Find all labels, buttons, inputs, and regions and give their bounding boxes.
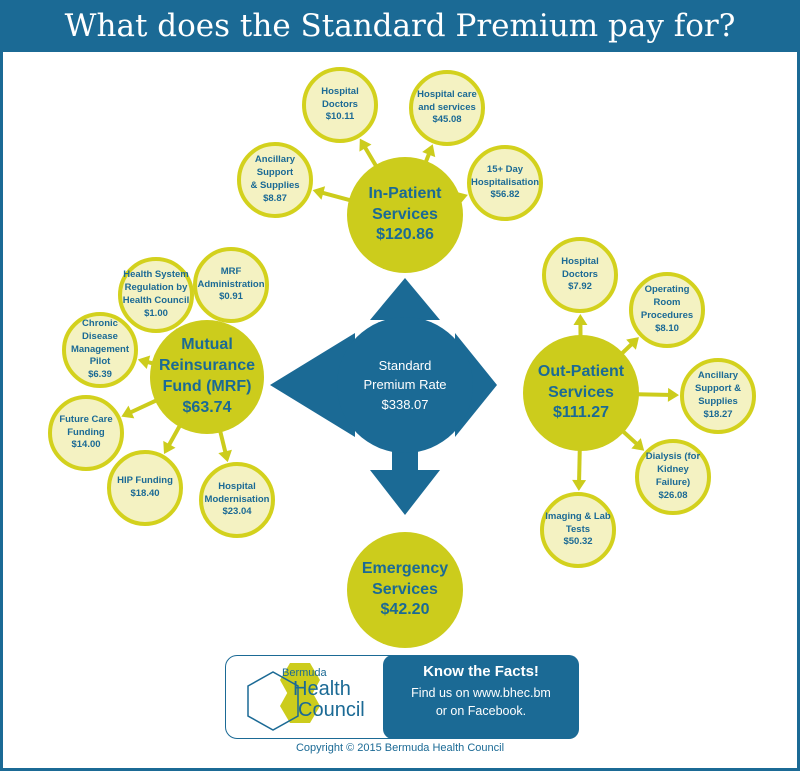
mrf-item-5: Hospital Modernisation$23.04 bbox=[199, 462, 275, 538]
inpatient-item-2: 15+ Day Hospitalisation$56.82 bbox=[467, 145, 543, 221]
mrf-circle-label: Mutual Reinsurance Fund (MRF) bbox=[158, 336, 256, 395]
connector-line bbox=[576, 448, 582, 486]
inpatient-item-2-value: $56.82 bbox=[490, 189, 520, 201]
outpatient-item-3-label: Dialysis (for Kidney Failure) bbox=[645, 451, 701, 488]
mrf-item-2-value: $6.39 bbox=[88, 369, 112, 381]
logo-text-council: Council bbox=[298, 699, 365, 721]
know-the-facts-panel: Know the Facts! Find us on www.bhec.bm o… bbox=[383, 655, 579, 739]
mrf-circle-value: $63.74 bbox=[182, 398, 232, 416]
standard-premium-rate-circle: Standard Premium Rate $338.07 bbox=[337, 317, 473, 453]
outpatient-item-0-label: Hospital Doctors bbox=[561, 255, 599, 280]
mrf-item-0-value: $1.00 bbox=[144, 307, 168, 319]
mrf-item-1-label: MRF Administration bbox=[197, 265, 265, 290]
standard-premium-rate-circle-label: Standard Premium Rate bbox=[363, 357, 447, 393]
outpatient-item-4-value: $50.32 bbox=[563, 536, 593, 548]
mrf-item-3-label: Future Care Funding bbox=[59, 413, 113, 438]
mrf-item-3-value: $14.00 bbox=[71, 439, 101, 451]
inpatient-item-3: Ancillary Support & Supplies$8.87 bbox=[237, 142, 313, 218]
outpatient-item-2-label: Ancillary Support & Supplies bbox=[695, 370, 741, 407]
inpatient-circle-value: $120.86 bbox=[376, 226, 434, 244]
mrf-item-4-value: $18.40 bbox=[130, 488, 160, 499]
outpatient-item-1: Operating Room Procedures$8.10 bbox=[629, 272, 705, 348]
mrf-item-0-label: Health System Regulation by Health Counc… bbox=[122, 269, 190, 306]
inpatient-circle: In-Patient Services $120.86 bbox=[347, 157, 463, 273]
arrowhead-icon bbox=[631, 438, 645, 451]
inpatient-item-0: Hospital Doctors$10.11 bbox=[302, 67, 378, 143]
outpatient-item-2: Ancillary Support & Supplies$18.27 bbox=[680, 358, 756, 434]
arrowhead-icon bbox=[137, 355, 151, 370]
mrf-item-3: Future Care Funding$14.00 bbox=[48, 395, 124, 471]
arrowhead-icon bbox=[422, 144, 436, 158]
mrf-item-5-value: $23.04 bbox=[222, 506, 252, 518]
connector-line bbox=[636, 392, 674, 398]
outpatient-circle-label: Out-Patient Services bbox=[537, 362, 625, 401]
inpatient-item-0-value: $10.11 bbox=[325, 111, 355, 123]
logo-text-health: Health bbox=[293, 678, 351, 700]
standard-premium-rate-circle-value: $338.07 bbox=[381, 396, 429, 412]
arrowhead-icon bbox=[163, 440, 176, 454]
mrf-item-4: HIP Funding$18.40 bbox=[107, 450, 183, 526]
outpatient-item-3-value: $26.08 bbox=[658, 489, 688, 501]
arrowhead-icon bbox=[626, 337, 639, 350]
mrf-item-2: Chronic Disease Management Pilot$6.39 bbox=[62, 312, 138, 388]
page-title: What does the Standard Premium pay for? bbox=[0, 0, 800, 52]
emergency-circle: Emergency Services $42.20 bbox=[347, 532, 463, 648]
outpatient-item-4: Imaging & Lab Tests$50.32 bbox=[540, 492, 616, 568]
arrowhead-icon bbox=[312, 186, 326, 200]
mrf-item-5-label: Hospital Modernisation bbox=[204, 480, 270, 505]
connector-line bbox=[317, 189, 352, 203]
facts-website[interactable]: Find us on www.bhec.bm bbox=[411, 686, 551, 700]
outpatient-item-4-label: Imaging & Lab Tests bbox=[545, 510, 611, 535]
arrowhead-icon bbox=[573, 313, 588, 326]
inpatient-item-2-label: 15+ Day Hospitalisation bbox=[470, 163, 540, 188]
arrowhead-icon bbox=[667, 387, 680, 402]
inpatient-item-3-value: $8.87 bbox=[263, 192, 287, 204]
connector-line bbox=[125, 398, 158, 416]
arrowhead-icon bbox=[359, 138, 372, 152]
hexagon-logo-icon bbox=[247, 663, 320, 731]
outpatient-item-3: Dialysis (for Kidney Failure)$26.08 bbox=[635, 439, 711, 515]
outpatient-circle-value: $111.27 bbox=[552, 404, 610, 422]
arrowhead-icon bbox=[572, 479, 587, 492]
emergency-circle-label: Emergency Services bbox=[361, 559, 449, 598]
outpatient-item-0: Hospital Doctors$7.92 bbox=[542, 237, 618, 313]
outpatient-item-1-value: $8.10 bbox=[655, 322, 679, 334]
copyright: Copyright © 2015 Bermuda Health Council bbox=[295, 742, 505, 754]
facts-title: Know the Facts! bbox=[423, 663, 539, 680]
inpatient-item-1-value: $45.08 bbox=[432, 114, 462, 126]
mrf-item-1-value: $0.91 bbox=[219, 291, 243, 303]
mrf-circle: Mutual Reinsurance Fund (MRF) $63.74 bbox=[150, 320, 264, 434]
outpatient-item-2-value: $18.27 bbox=[703, 408, 733, 420]
inpatient-item-1-label: Hospital care and services bbox=[417, 88, 477, 113]
mrf-item-0: Health System Regulation by Health Counc… bbox=[118, 257, 194, 333]
outpatient-circle: Out-Patient Services $111.27 bbox=[523, 335, 639, 451]
arrowhead-icon bbox=[121, 405, 135, 419]
inpatient-circle-label: In-Patient Services bbox=[368, 184, 442, 223]
inpatient-item-3-label: Ancillary Support & Supplies bbox=[250, 154, 300, 191]
outpatient-item-0-value: $7.92 bbox=[568, 281, 592, 293]
facts-facebook: or on Facebook. bbox=[435, 704, 527, 719]
mrf-item-4-label: HIP Funding bbox=[117, 475, 173, 487]
inpatient-item-0-label: Hospital Doctors bbox=[321, 85, 359, 110]
outpatient-item-1-label: Operating Room Procedures bbox=[640, 284, 694, 321]
emergency-circle-value: $42.20 bbox=[380, 601, 430, 619]
logo-text-bermuda: Bermuda bbox=[282, 667, 327, 679]
mrf-item-2-label: Chronic Disease Management Pilot bbox=[70, 317, 130, 368]
inpatient-item-1: Hospital care and services$45.08 bbox=[409, 70, 485, 146]
arrowhead-icon bbox=[218, 449, 232, 463]
mrf-item-1: MRF Administration$0.91 bbox=[193, 247, 269, 323]
